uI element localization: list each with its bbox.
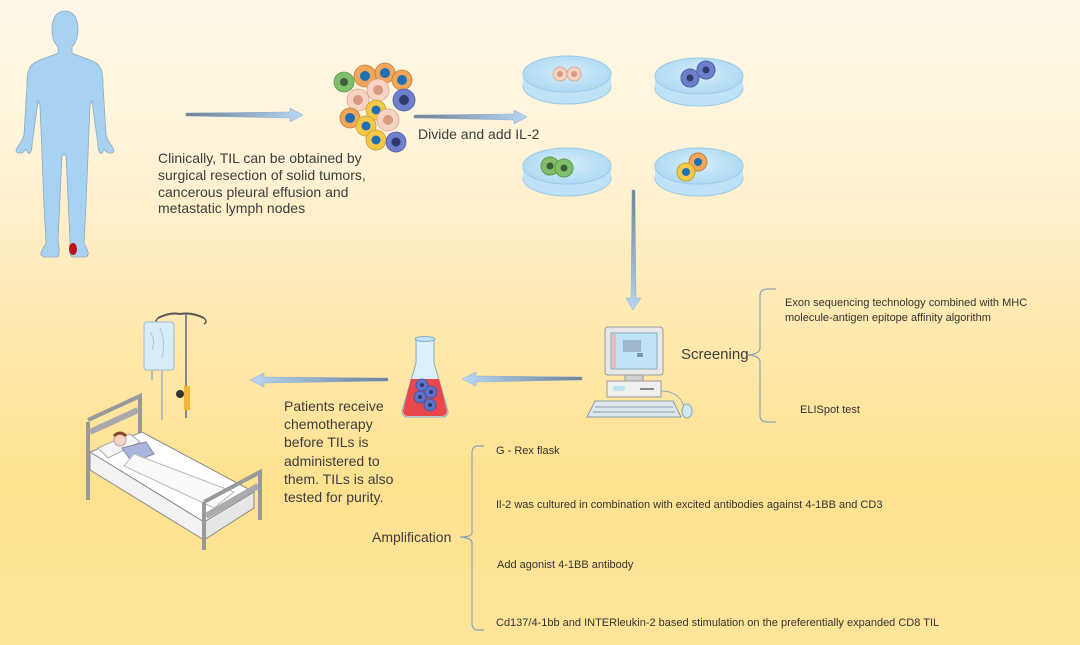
tumor-cell-cluster-icon [333, 62, 416, 153]
screening-method: ELISpot test [800, 404, 860, 416]
source-line: surgical resection of solid tumors, [158, 166, 366, 183]
flask-icon [401, 336, 449, 418]
culture-arrow-label: Divide and add IL-2 [418, 126, 540, 142]
amplification-method: G - Rex flask [496, 445, 560, 457]
hospital-bed-icon [86, 392, 262, 550]
screening-label: Screening [681, 346, 749, 363]
source-description: Clinically, TIL can be obtained by surgi… [158, 150, 366, 217]
infusion-line: chemotherapy [284, 416, 373, 433]
amplification-label: Amplification [372, 529, 452, 545]
arrow-left-1 [461, 371, 583, 387]
infusion-line: Patients receive [284, 398, 384, 414]
amplification-method: Il-2 was cultured in combination with ex… [496, 499, 883, 511]
arrow-left-2 [249, 372, 389, 388]
infusion-line: tested for purity. [284, 488, 384, 505]
arrow-right-2 [413, 109, 528, 125]
infusion-line: them. TILs is also [284, 470, 394, 487]
source-line: metastatic lymph nodes [158, 200, 306, 217]
iv-drip-icon [143, 312, 207, 420]
petri-dish-icon [522, 55, 612, 105]
screening-method-line: molecule-antigen epitope affinity algori… [785, 311, 991, 324]
infusion-description: Patients receive chemotherapy before TIL… [284, 397, 393, 506]
petri-dish-icon [654, 57, 744, 107]
human-body-icon [15, 10, 115, 258]
amplification-method: Cd137/4-1bb and INTERleukin-2 based stim… [496, 617, 940, 629]
source-line: Clinically, TIL can be obtained by [158, 150, 362, 166]
screening-method: Exon sequencing technology combined with… [785, 296, 1027, 326]
tumor-mark [69, 243, 77, 255]
screening-method-line: Exon sequencing technology combined with… [785, 297, 1028, 309]
petri-dish-icon [654, 147, 744, 197]
infusion-line: administered to [284, 452, 380, 469]
petri-dish-icon [522, 147, 612, 197]
amplification-method: Add agonist 4-1BB antibody [497, 559, 634, 571]
arrow-down [625, 189, 642, 311]
screening-bracket [747, 288, 776, 423]
amplification-bracket [459, 445, 484, 631]
source-line: cancerous pleural effusion and [158, 183, 349, 200]
computer-icon [586, 326, 693, 419]
arrow-right-1 [185, 107, 304, 123]
infusion-line: before TILs is [284, 434, 369, 451]
